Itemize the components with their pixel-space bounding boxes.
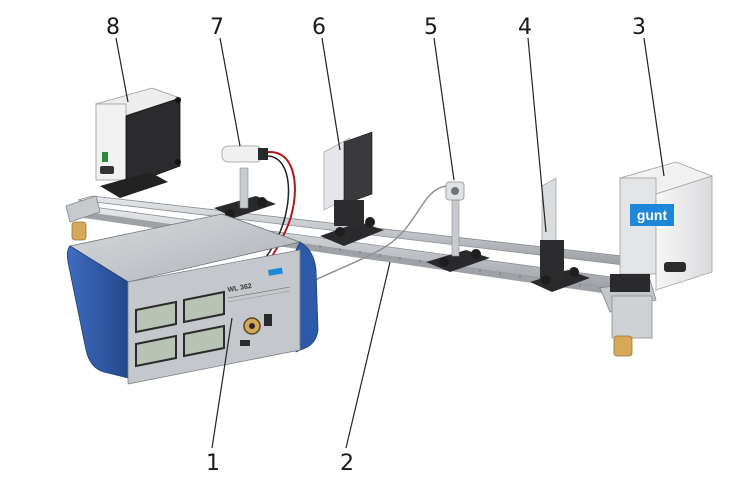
leader-6 <box>321 37 341 151</box>
leader-2 <box>345 261 391 449</box>
left-end-bracket <box>65 195 101 223</box>
label-1: 1 <box>206 451 220 476</box>
filter-holder-6 <box>320 131 384 246</box>
leader-4 <box>527 37 547 233</box>
display-bottom-left <box>135 334 177 368</box>
label-8: 8 <box>106 15 120 40</box>
light-source-housing <box>94 87 182 198</box>
leader-3 <box>643 37 665 177</box>
label-5: 5 <box>424 15 438 40</box>
amplifier-blue-side <box>66 245 129 379</box>
label-4: 4 <box>518 15 532 40</box>
label-6: 6 <box>312 15 326 40</box>
amplifier-socket <box>240 340 250 346</box>
gunt-logo <box>630 204 674 226</box>
measuring-amplifier: WL 362 <box>66 213 319 385</box>
leader-7 <box>219 37 241 147</box>
right-leg <box>611 295 653 339</box>
lens-holder-7 <box>214 145 296 269</box>
gunt-logo-text: gunt <box>637 207 668 223</box>
right-foot <box>613 335 633 357</box>
leader-lines <box>115 37 665 449</box>
detector-socket <box>664 262 686 272</box>
left-foot <box>71 221 87 241</box>
label-3: 3 <box>632 15 646 40</box>
lens-holder-5 <box>299 181 490 289</box>
slit-holder-4 <box>530 177 590 292</box>
lamp-socket <box>100 166 114 174</box>
label-7: 7 <box>210 15 224 40</box>
amplifier-brand-badge <box>268 267 283 276</box>
number-labels: 1 2 3 4 5 6 7 8 <box>106 15 646 476</box>
leader-8 <box>115 37 129 103</box>
amplifier-power-switch <box>264 314 272 326</box>
display-top-left <box>135 300 177 334</box>
grey-cable <box>299 185 447 289</box>
amplifier-model: WL 362 <box>227 283 252 294</box>
display-top-right <box>183 290 225 324</box>
label-2: 2 <box>340 451 354 476</box>
leader-5 <box>433 37 455 181</box>
detector-housing: gunt <box>610 161 714 292</box>
lamp-switch <box>102 152 108 162</box>
leader-1 <box>211 317 233 449</box>
display-bottom-right <box>183 324 225 358</box>
red-cable <box>261 150 296 269</box>
